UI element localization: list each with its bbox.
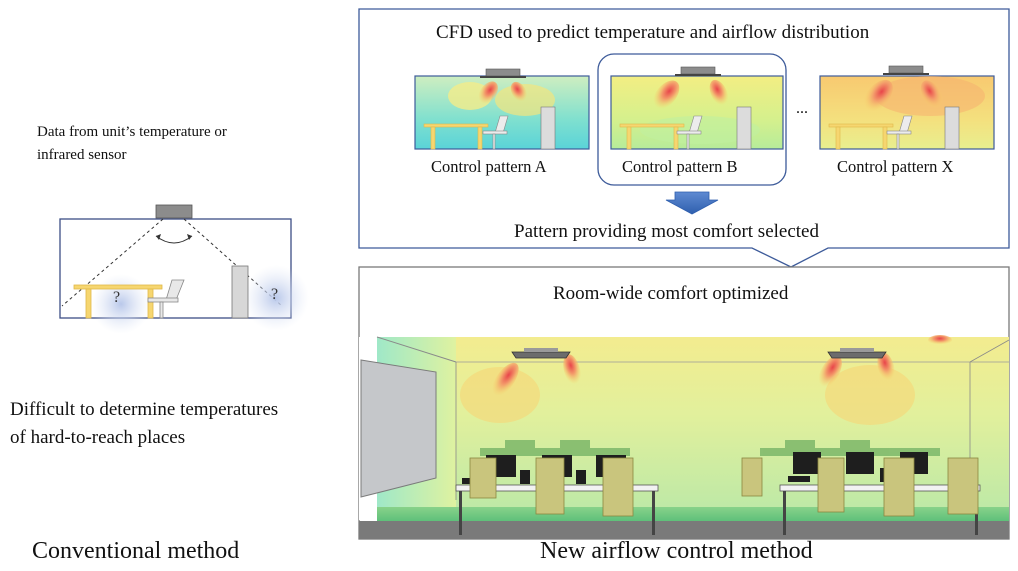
ac-unit-icon — [155, 204, 193, 219]
unknown-temp-mark-table: ? — [113, 289, 121, 306]
desk-cluster-left — [455, 455, 659, 535]
ceiling-ac-unit-icon — [827, 348, 887, 359]
ceiling-ac-unit-icon — [511, 348, 571, 359]
difficulty-note-line-2: of hard-to-reach places — [10, 427, 186, 448]
conventional-room-illustration — [59, 204, 309, 334]
selection-arrow-icon — [665, 191, 719, 215]
pattern-b-thumbnail — [597, 53, 787, 186]
sensor-note-line-2: infrared sensor — [37, 147, 127, 163]
caption-conventional-method: Conventional method — [32, 538, 240, 564]
classroom-cfd-illustration — [359, 335, 1010, 539]
sensor-note-line-1: Data from unit’s temperature or — [37, 124, 227, 140]
chair-icon — [147, 279, 185, 319]
whiteboard-icon — [360, 359, 437, 498]
cabinet-icon — [231, 265, 249, 319]
table-icon — [73, 284, 163, 319]
difficulty-note: Difficult to determine temperatures of h… — [10, 396, 278, 452]
room-panel-title: Room-wide comfort optimized — [553, 283, 789, 304]
more-patterns-ellipsis: ... — [796, 100, 808, 117]
pattern-x-thumbnail — [819, 65, 995, 150]
pattern-a-thumbnail — [414, 68, 590, 150]
caption-new-method: New airflow control method — [540, 538, 813, 564]
selection-result-text: Pattern providing most comfort selected — [514, 221, 819, 242]
desk-cluster-right — [741, 452, 981, 535]
cfd-panel-title: CFD used to predict temperature and airf… — [436, 22, 870, 43]
unknown-temp-mark-corner: ? — [271, 286, 279, 303]
pattern-b-label: Control pattern B — [622, 157, 738, 176]
sensor-note: Data from unit’s temperature or infrared… — [37, 121, 227, 167]
pattern-x-label: Control pattern X — [837, 157, 954, 176]
difficulty-note-line-1: Difficult to determine temperatures — [10, 399, 279, 420]
pattern-a-label: Control pattern A — [431, 157, 547, 176]
